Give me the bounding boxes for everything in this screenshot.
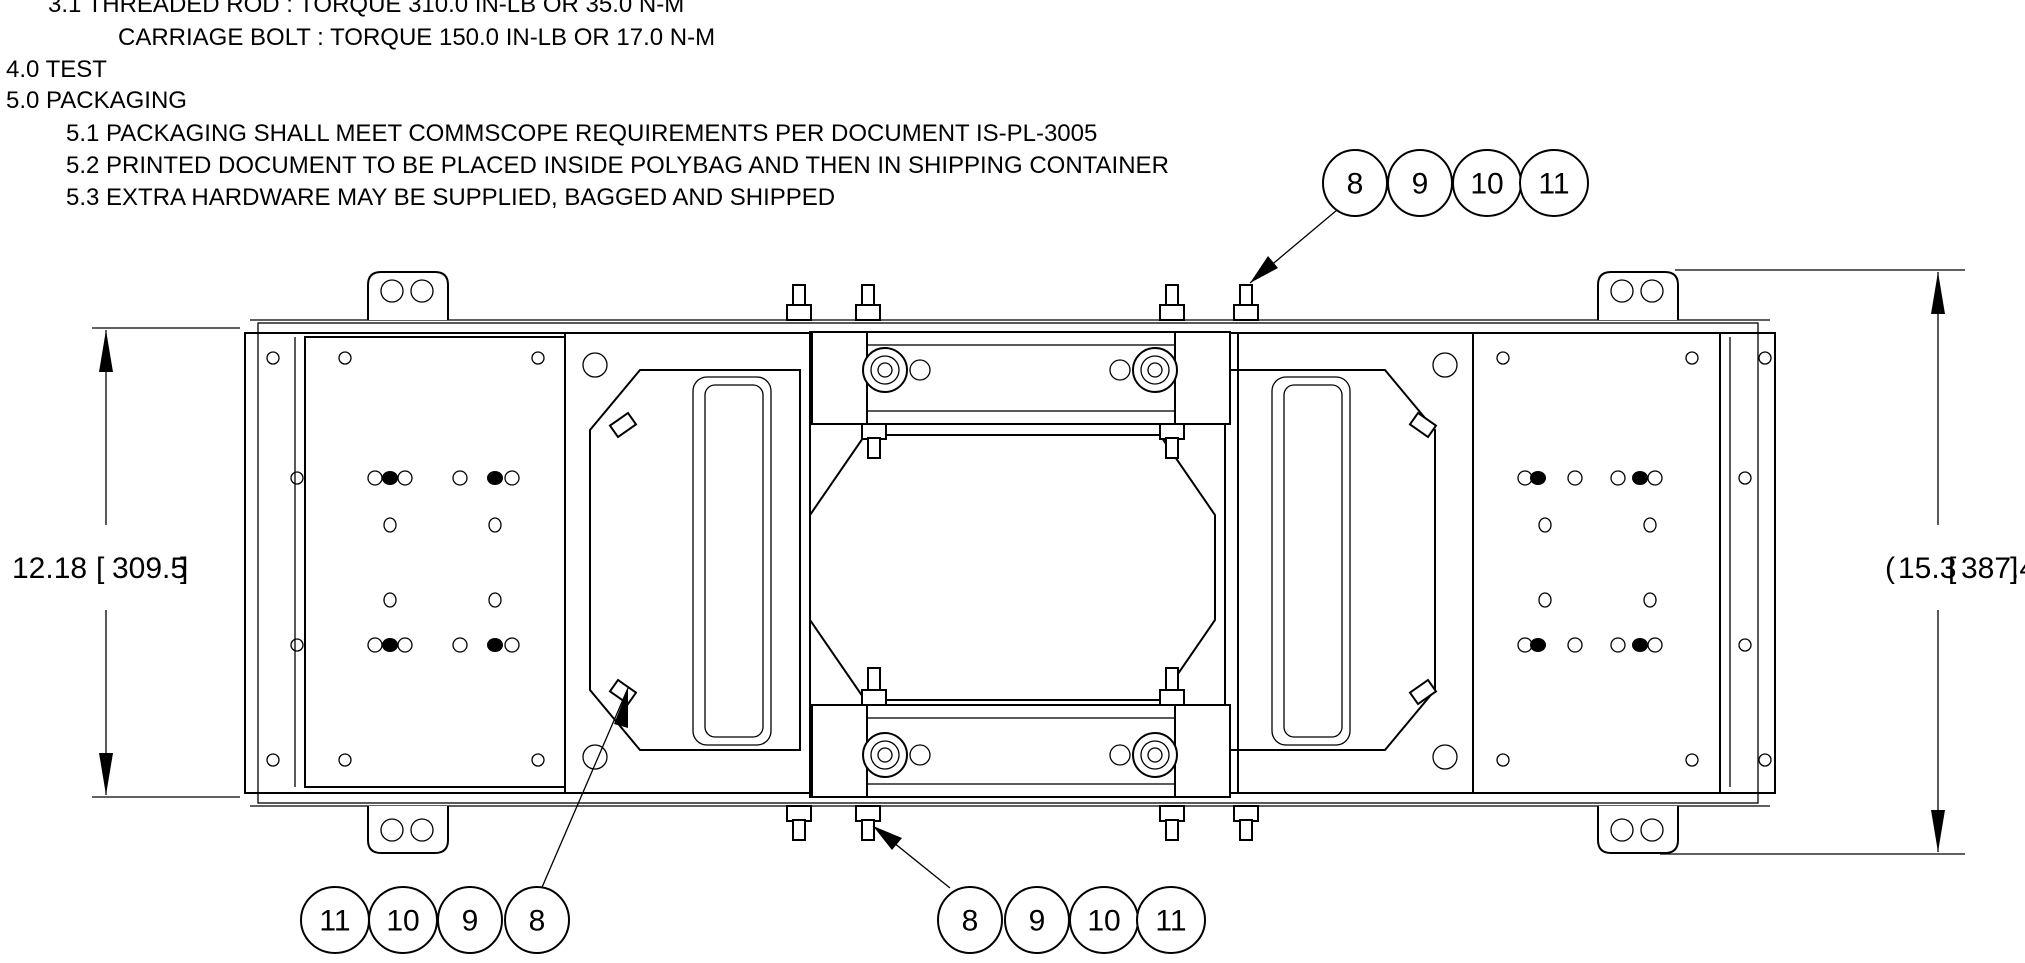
svg-text:[: [ (1948, 552, 1957, 585)
bottom-clamp-bar (809, 704, 1231, 798)
leader-lines (539, 209, 1338, 893)
balloon-group-bottom-left: 11 10 9 8 (300, 886, 570, 954)
note-5-2: 5.2 PRINTED DOCUMENT TO BE PLACED INSIDE… (66, 152, 1169, 179)
overall-dimension: ( 15.3 [ 387.4 ] (1660, 269, 2025, 855)
balloon-item-8: 8 (1347, 168, 1364, 201)
balloon-group-bottom-right: 8 9 10 11 (937, 886, 1206, 954)
svg-text:[: [ (96, 552, 105, 585)
top-clamp-bar (809, 331, 1231, 425)
left-mount-plate (266, 332, 811, 794)
balloon-item-8: 8 (529, 905, 546, 938)
balloon-item-10: 10 (386, 905, 419, 938)
balloon-item-10: 10 (1470, 168, 1503, 201)
height-mm-value: 309.5 (112, 552, 187, 585)
note-5-1: 5.1 PACKAGING SHALL MEET COMMSCOPE REQUI… (66, 120, 1097, 147)
note-4-0-test: 4.0 TEST (6, 56, 107, 83)
threaded-rods (786, 284, 1259, 841)
overall-mm-value: 387.4 (1961, 552, 2025, 585)
balloon-item-11: 11 (1155, 905, 1186, 938)
balloon-item-11: 11 (319, 905, 350, 938)
center-plate (809, 434, 1216, 701)
right-handle (1224, 369, 1436, 751)
balloon-item-10: 10 (1087, 905, 1120, 938)
note-5-3: 5.3 EXTRA HARDWARE MAY BE SUPPLIED, BAGG… (66, 184, 835, 211)
note-5-0-packaging: 5.0 PACKAGING (6, 87, 187, 114)
height-dimension: 12.18 [ 309.5 ] (12, 327, 240, 798)
mounting-bracket-assembly (244, 271, 1776, 854)
balloon-item-11: 11 (1538, 168, 1569, 201)
balloon-item-9: 9 (1412, 168, 1429, 201)
corner-ears (367, 271, 1679, 854)
left-handle (589, 369, 801, 751)
balloon-item-8: 8 (962, 905, 979, 938)
right-mount-plate (1237, 332, 1772, 794)
carriage-bolts (608, 411, 1438, 706)
svg-text:]: ] (180, 552, 188, 585)
note-3-1-threaded-rod: 3.1 THREADED ROD : TORQUE 310.0 IN-LB OR… (48, 0, 684, 18)
height-inch-value: 12.18 (12, 552, 87, 585)
svg-text:(: ( (1885, 552, 1895, 585)
balloon-group-top-right: 8 9 10 11 (1322, 149, 1589, 217)
balloon-item-9: 9 (462, 905, 479, 938)
svg-text:]: ] (2010, 552, 2018, 585)
balloon-item-9: 9 (1029, 905, 1046, 938)
note-3-1-carriage-bolt: CARRIAGE BOLT : TORQUE 150.0 IN-LB OR 17… (118, 24, 715, 51)
overall-inch-value: 15.3 (1898, 552, 1956, 585)
notes-block: 3.1 THREADED ROD : TORQUE 310.0 IN-LB OR… (6, 0, 1169, 211)
